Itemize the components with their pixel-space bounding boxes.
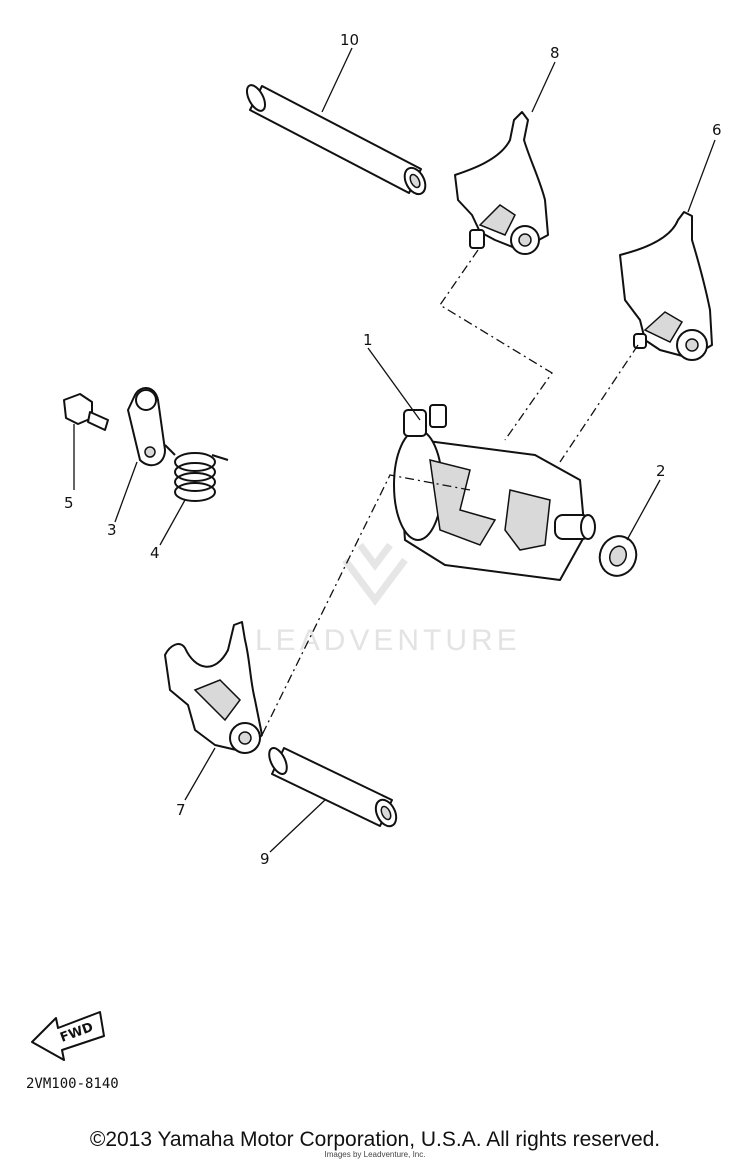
callout-6: 6: [712, 121, 722, 139]
assembly-lines: [261, 249, 639, 736]
callout-3: 3: [107, 521, 117, 539]
callout-1: 1: [363, 331, 373, 349]
part-2-washer[interactable]: [594, 531, 642, 581]
part-10-shaft[interactable]: [243, 82, 429, 197]
watermark-text: LEADVENTURE: [255, 624, 521, 657]
callout-2: 2: [656, 462, 666, 480]
callouts: 10 8 6 1 2 5 3 4 7 9: [64, 31, 722, 868]
callout-7: 7: [176, 801, 186, 819]
callout-5: 5: [64, 494, 74, 512]
watermark-logo-icon: [342, 542, 408, 606]
part-4-torsion-spring[interactable]: [164, 444, 229, 502]
part-6-shift-fork[interactable]: [619, 211, 713, 361]
callout-10: 10: [340, 31, 359, 49]
callout-8: 8: [550, 44, 560, 62]
part-1-shift-cam[interactable]: [393, 404, 596, 581]
part-3-stopper-lever[interactable]: [127, 387, 166, 467]
fwd-arrow-icon: FWD: [31, 1011, 105, 1061]
part-5-bolt[interactable]: [63, 393, 109, 431]
copyright-text: ©2013 Yamaha Motor Corporation, U.S.A. A…: [89, 1128, 661, 1151]
leader-lines: [73, 47, 716, 853]
watermark: LEADVENTURE: [255, 542, 521, 657]
diagram-code: 2VM100-8140: [26, 1076, 119, 1092]
part-9-shaft[interactable]: [266, 745, 401, 829]
part-8-shift-fork[interactable]: [454, 111, 549, 255]
callout-4: 4: [150, 544, 160, 562]
part-7-shift-fork[interactable]: [164, 621, 263, 754]
image-credit: Images by Leadventure, Inc.: [324, 1150, 426, 1159]
callout-9: 9: [260, 850, 270, 868]
